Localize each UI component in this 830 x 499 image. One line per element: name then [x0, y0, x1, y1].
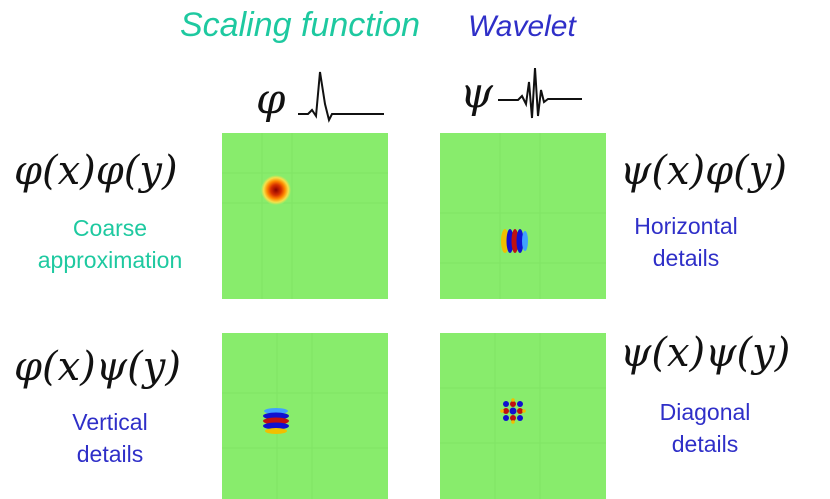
psi-symbol: ψ	[460, 68, 493, 117]
formula-phi-x-psi-y: φ(x)ψ(y)	[14, 344, 181, 390]
label-line: details	[652, 245, 720, 271]
label-line: Horizontal	[634, 213, 738, 239]
horizontal-details-label: Horizontal details	[606, 210, 766, 274]
scaling-waveform-icon	[296, 64, 386, 126]
wavelet-waveform-icon	[496, 64, 584, 126]
label-line: Diagonal	[659, 399, 751, 425]
panel-coarse-approximation	[222, 133, 388, 299]
label-line: details	[671, 431, 739, 457]
formula-phi-x-phi-y: φ(x)φ(y)	[14, 148, 178, 194]
label-line: Coarse	[72, 215, 148, 241]
diagonal-pattern	[500, 398, 526, 424]
formula-psi-x-psi-y: ψ(x)ψ(y)	[620, 330, 791, 376]
scaling-function-header: Scaling function	[180, 6, 421, 44]
label-line: Vertical	[72, 409, 148, 435]
diagonal-details-label: Diagonal details	[630, 396, 780, 460]
vertical-details-label: Vertical details	[30, 406, 190, 470]
panel-vertical-details	[222, 333, 388, 499]
label-line: details	[76, 441, 144, 467]
formula-psi-x-phi-y: ψ(x)φ(y)	[620, 148, 787, 194]
vertical-pattern	[263, 408, 289, 434]
panel-horizontal-details	[440, 133, 606, 299]
phi-symbol: φ	[256, 74, 286, 123]
wavelet-header: Wavelet	[468, 10, 576, 43]
horizontal-pattern	[501, 229, 528, 253]
coarse-blob	[261, 175, 291, 205]
coarse-approximation-label: Coarse approximation	[20, 212, 200, 276]
label-line: approximation	[37, 247, 183, 273]
panel-diagonal-details	[440, 333, 606, 499]
